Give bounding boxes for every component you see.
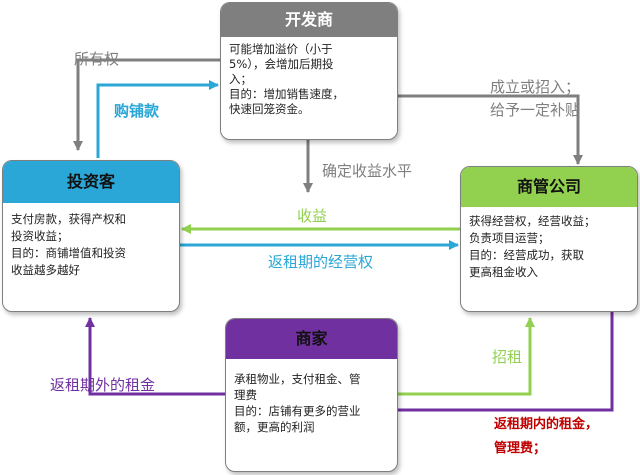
- management-line-3: 目的：经营成功，获取: [469, 248, 584, 262]
- management-line-2: 负责项目运营；: [469, 231, 550, 245]
- label-ownership: 所有权: [74, 50, 120, 68]
- merchant-line-2: 理费: [234, 388, 257, 402]
- management-title: 商管公司: [461, 167, 637, 207]
- arrow-establish: [398, 94, 583, 165]
- developer-line-4: 目的：增加销售速度，: [229, 87, 344, 101]
- developer-line-3: 入；: [229, 72, 252, 86]
- merchant-title: 商家: [226, 319, 397, 359]
- merchant-line-1: 承租物业，支付租金、管: [234, 372, 361, 386]
- label-establish-1: 成立或招入；: [490, 78, 581, 96]
- label-rent-outside: 返租期外的租金: [50, 376, 156, 394]
- label-recruit: 招租: [492, 348, 523, 366]
- developer-title: 开发商: [221, 3, 397, 37]
- arrow-rent-inside: [398, 293, 617, 412]
- merchant-line-3: 目的：店铺有更多的营业: [234, 404, 361, 418]
- arrow-shop-payment: [96, 80, 219, 158]
- developer-box: 开发商 可能增加溢价（小于 5%），会增加后期投 入； 目的：增加销售速度， 快…: [220, 2, 398, 140]
- management-line-1: 获得经营权，经营收益；: [469, 214, 596, 228]
- label-shop-payment: 购铺款: [114, 102, 160, 120]
- merchant-line-4: 额，更高的利润: [234, 420, 315, 434]
- investor-line-2: 投资收益；: [11, 229, 69, 243]
- label-rent-inside-2: 管理费；: [494, 441, 547, 456]
- investor-line-1: 支付房款，获得产权和: [11, 212, 126, 226]
- investor-title: 投资客: [3, 161, 179, 203]
- label-establish-2: 给予一定补贴: [490, 101, 581, 119]
- merchant-box: 商家 承租物业，支付租金、管 理费 目的：店铺有更多的营业 额，更高的利润: [225, 318, 398, 472]
- management-box: 商管公司 获得经营权，经营收益； 负责项目运营； 目的：经营成功，获取 更高租金…: [460, 166, 638, 312]
- label-lease-right: 返租期的经营权: [268, 253, 374, 271]
- management-line-4: 更高租金收入: [469, 265, 538, 279]
- arrow-ownership: [73, 58, 220, 151]
- investor-box: 投资客 支付房款，获得产权和 投资收益； 目的：商铺增值和投资 收益越多越好: [2, 160, 180, 312]
- label-rent-inside-1: 返租期内的租金，: [494, 417, 599, 432]
- investor-line-3: 目的：商铺增值和投资: [11, 246, 126, 260]
- arrow-rent-outside: [85, 317, 225, 396]
- investor-line-4: 收益越多越好: [11, 263, 80, 277]
- label-income: 收益: [297, 207, 328, 225]
- developer-line-1: 可能增加溢价（小于: [229, 42, 333, 56]
- arrow-recruit: [398, 317, 535, 396]
- developer-line-2: 5%），会增加后期投: [229, 57, 334, 71]
- developer-line-5: 快速回笼资金。: [229, 102, 310, 116]
- label-confirm-yield: 确定收益水平: [322, 162, 413, 180]
